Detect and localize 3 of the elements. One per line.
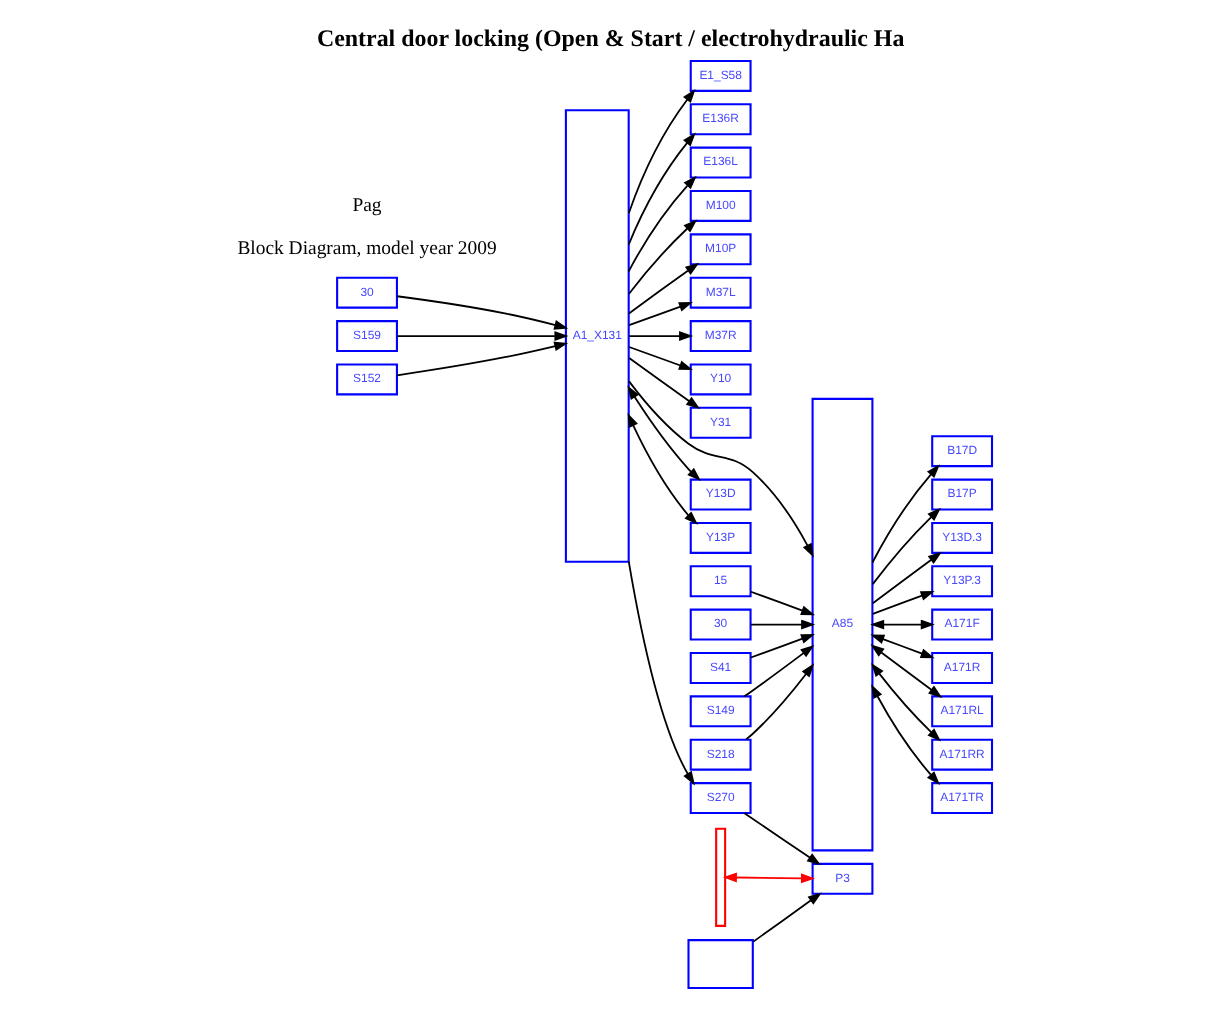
label: Pag	[351, 195, 381, 218]
label: Block Diagram, model year 2009	[236, 238, 496, 261]
diagram-title: Central door locking (Open & Start / electrohydraulic Ha	[315, 23, 904, 52]
